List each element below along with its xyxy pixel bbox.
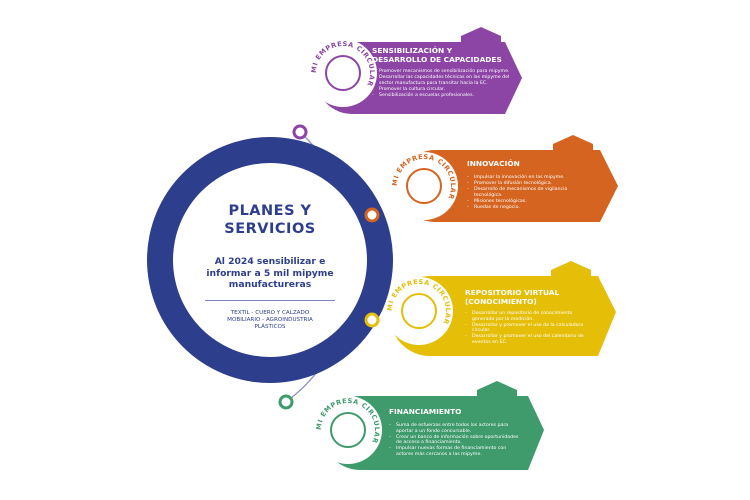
list-item: Ruedas de negocio. — [467, 205, 597, 211]
card-title-line: SENSIBILIZACIÓN Y — [372, 46, 453, 55]
center-title: PLANES Y SERVICIOS — [190, 202, 350, 238]
list-item: Promover la difusión tecnológica. — [467, 181, 597, 187]
seal-ring — [330, 412, 366, 448]
sector-line: MOBILIARIO - AGROINDUSTRIA — [227, 317, 313, 324]
card-title: SENSIBILIZACIÓN Y DESARROLLO DE CAPACIDA… — [372, 46, 522, 64]
list-item: Impulsar nuevas formas de financiamiento… — [389, 446, 521, 457]
center-goal-line: Al 2024 sensibilizar e — [214, 256, 326, 267]
node-4 — [278, 394, 294, 410]
card-list: Impulsar la innovación en las mipyme. Pr… — [467, 175, 597, 211]
card-title-line: FINANCIAMIENTO — [389, 407, 462, 416]
card-title: REPOSITORIO VIRTUAL (CONOCIMIENTO) — [465, 288, 615, 306]
list-item: Desarrollar y promover el uso de la calc… — [465, 323, 585, 334]
center-title-line: PLANES Y — [228, 203, 312, 219]
node-1 — [292, 124, 308, 140]
card-title-line: INNOVACIÓN — [467, 159, 520, 168]
seal-ring — [325, 55, 361, 91]
list-item: Sensibilización a escuelas profesionales… — [372, 93, 520, 99]
center-goal: Al 2024 sensibilizar e informar a 5 mil … — [190, 256, 350, 291]
seal-ring — [406, 168, 442, 204]
card-number: 04 — [491, 385, 503, 394]
seal-circle — [390, 152, 458, 220]
seal-circle — [314, 396, 382, 464]
center-goal-line: informar a 5 mil mipyme — [206, 267, 334, 279]
list-item: Desarrollar las capacidades técnicas en … — [372, 75, 520, 86]
seal-circle — [385, 277, 453, 345]
center-divider — [205, 300, 335, 301]
list-item: Desarrollar y promover el uso del calend… — [465, 334, 585, 345]
list-item: Crear un banco de información sobre opor… — [389, 435, 521, 446]
node-3 — [364, 312, 380, 328]
sector-line: TEXTIL - CUERO Y CALZADO — [230, 310, 310, 316]
center-title-line: SERVICIOS — [224, 221, 316, 237]
card-list: Suma de esfuerzos entre todos los actore… — [389, 423, 521, 458]
list-item: Suma de esfuerzos entre todos los actore… — [389, 423, 521, 434]
center-goal-line: manufactureras — [228, 279, 312, 290]
list-item: Promover mecanismos de sensibilización p… — [372, 69, 520, 75]
card-title-line: (CONOCIMIENTO) — [465, 296, 537, 306]
card-list: Promover mecanismos de sensibilización p… — [372, 69, 520, 99]
center-disc — [173, 163, 367, 357]
card-number: 01 — [475, 31, 487, 40]
seal-ring — [401, 293, 437, 329]
node-2 — [364, 207, 380, 223]
list-item: Desarrollar un repositorio de conocimien… — [465, 311, 585, 322]
center-sectors: TEXTIL - CUERO Y CALZADO MOBILIARIO - AG… — [190, 310, 350, 332]
seal-circle — [309, 39, 377, 107]
card-title: INNOVACIÓN — [467, 159, 617, 169]
card-title-line: DESARROLLO DE CAPACIDADES — [372, 54, 502, 64]
card-title-line: REPOSITORIO VIRTUAL — [465, 288, 560, 297]
list-item: Impulsar la innovación en las mipyme. — [467, 175, 597, 181]
card-list: Desarrollar un repositorio de conocimien… — [465, 311, 585, 346]
card-number: 02 — [567, 139, 579, 148]
sector-line: PLÁSTICOS — [254, 324, 286, 331]
list-item: Desarrollo de mecanismos de vigilancia t… — [467, 187, 597, 198]
card-number: 03 — [565, 265, 577, 274]
list-item: Promover la cultura circular. — [372, 87, 520, 93]
list-item: Misiones tecnológicas. — [467, 199, 597, 205]
card-title: FINANCIAMIENTO — [389, 407, 539, 417]
